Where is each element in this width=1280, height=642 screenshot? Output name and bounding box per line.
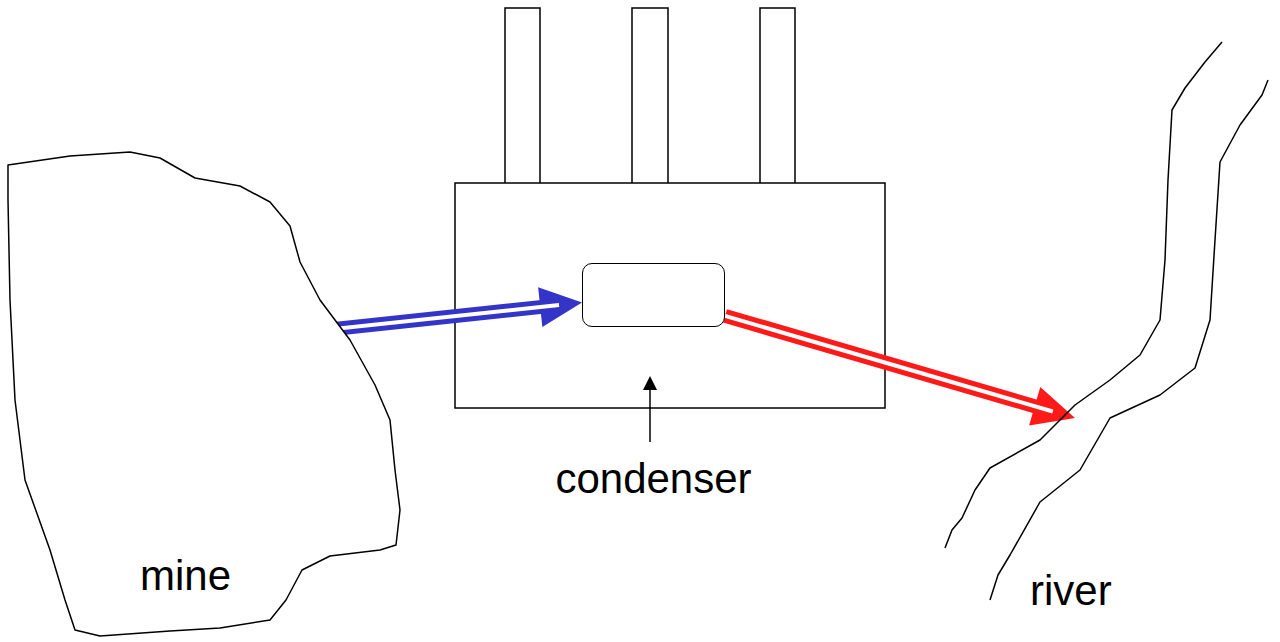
region-outline: river <box>930 25 1275 625</box>
leader-arrowhead <box>643 376 657 390</box>
smokestack <box>632 8 668 183</box>
node-label: condenser <box>555 456 751 502</box>
mine-outline <box>8 152 400 636</box>
region-outline: mine <box>0 140 425 640</box>
outline-shape <box>930 25 1275 625</box>
flow-arrow <box>725 316 1075 426</box>
river-bank <box>990 80 1268 600</box>
condenser-box: condenser <box>582 263 725 327</box>
node-label: mine <box>140 553 231 599</box>
node-label: river <box>1030 568 1112 614</box>
arrow-inner-line <box>725 316 1053 412</box>
smokestack <box>760 8 795 183</box>
smokestack <box>505 8 540 183</box>
plant-building <box>455 183 885 408</box>
leader-line <box>649 388 651 442</box>
river-bank <box>945 42 1222 548</box>
